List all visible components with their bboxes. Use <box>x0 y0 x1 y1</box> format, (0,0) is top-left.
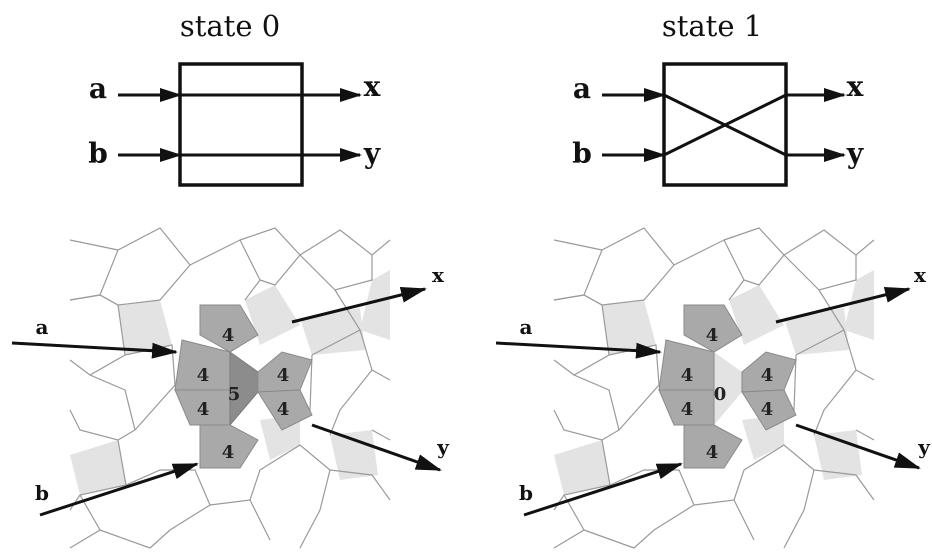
cell-value: 4 <box>681 399 694 420</box>
state-1-output-x: x <box>847 70 864 103</box>
light-tile <box>714 352 742 425</box>
cell-value: 4 <box>222 325 235 346</box>
cell-value: 4 <box>761 399 774 420</box>
light-tile <box>245 285 300 345</box>
state-0-arrow-a <box>11 341 178 359</box>
light-tile <box>844 270 874 340</box>
cell-value: 4 <box>706 325 719 346</box>
gate-cell <box>257 351 313 393</box>
state-1-arrow-x <box>775 287 911 324</box>
state-1-panel: state 1 a b x y <box>495 9 931 549</box>
state-0-switch-box <box>178 62 304 187</box>
gate-cell <box>741 389 797 431</box>
cell-value: 4 <box>277 365 290 386</box>
state-0-arrow-y <box>311 423 442 472</box>
state-0-output-x: x <box>364 70 381 103</box>
state-1-lower-label-a: a <box>520 315 533 339</box>
tiling-lines <box>69 227 391 549</box>
state-1-input-b: b <box>572 137 592 170</box>
state-0-arrow-x <box>291 287 427 324</box>
light-tile <box>602 300 656 355</box>
state-0-lower-label-a: a <box>36 315 49 339</box>
state-0-lower-label-y: y <box>436 435 450 459</box>
gate-cell <box>741 351 797 393</box>
cell-value: 4 <box>706 442 719 463</box>
state-1-arrow-b <box>523 462 683 517</box>
cell-value: 4 <box>222 442 235 463</box>
cell-value: 4 <box>277 399 290 420</box>
state-1-wire-b-cross <box>663 93 787 157</box>
tiling-lines <box>553 227 875 549</box>
light-tile <box>360 270 390 340</box>
state-0-title: state 0 <box>180 9 280 43</box>
state-1-input-a: a <box>573 72 591 105</box>
state-1-arrow-y <box>795 423 921 470</box>
cell-value: 4 <box>197 399 210 420</box>
light-tile <box>70 440 126 495</box>
light-tile <box>554 440 610 495</box>
state-0-arrow-b <box>39 462 199 517</box>
cell-value: 4 <box>761 365 774 386</box>
center-cell-value: 0 <box>714 384 727 405</box>
light-tile <box>118 300 172 355</box>
gate-cell <box>199 304 259 353</box>
light-tile <box>729 285 784 345</box>
state-1-lower-label-y: y <box>917 435 931 459</box>
center-cell-value: 5 <box>228 384 241 405</box>
gate-cell <box>257 389 313 431</box>
gate-cell <box>199 424 259 469</box>
cell-value: 4 <box>197 365 210 386</box>
state-1-switch-box <box>662 62 788 187</box>
state-0-lower-label-b: b <box>35 481 49 505</box>
state-1-lower-label-b: b <box>519 481 533 505</box>
state-0-output-y: y <box>363 137 381 170</box>
gate-cell <box>683 424 743 469</box>
state-0-tiling: 4 4 4 5 4 4 4 a b x y <box>11 227 450 549</box>
light-tile <box>300 308 365 355</box>
light-tile <box>784 308 849 355</box>
state-1-arrow-a <box>495 341 662 359</box>
cell-value: 4 <box>681 365 694 386</box>
state-0-input-a: a <box>89 72 107 105</box>
gate-cell <box>683 304 743 353</box>
state-0-lower-label-x: x <box>432 263 445 287</box>
state-1-output-y: y <box>846 137 864 170</box>
state-1-lower-label-x: x <box>914 263 927 287</box>
state-1-tiling: 4 4 4 0 4 4 4 a b x y <box>495 227 931 549</box>
state-0-panel: state 0 a b x y <box>11 9 450 549</box>
state-0-input-b: b <box>88 137 108 170</box>
state-1-title: state 1 <box>662 9 762 43</box>
